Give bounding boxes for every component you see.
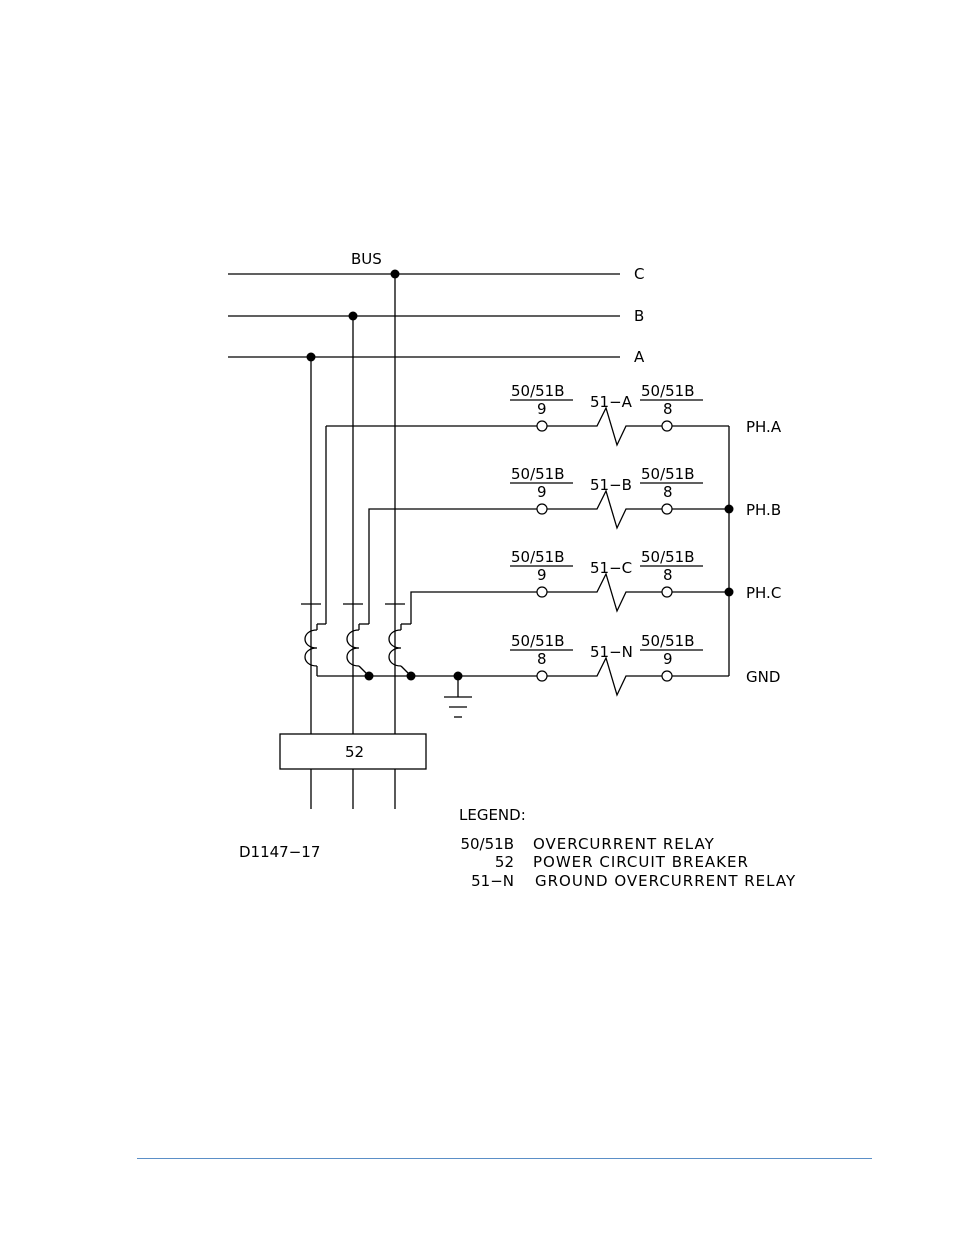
phase-label-b: B xyxy=(634,307,644,325)
relay-terminal xyxy=(661,586,673,598)
terminal-label-bottom: 9 xyxy=(537,400,547,418)
row-label: GND xyxy=(746,668,780,686)
bus-label: BUS xyxy=(351,250,382,268)
legend-code: 50/51B xyxy=(460,835,514,853)
terminal-label-top: 50/51B xyxy=(511,382,565,400)
terminal-label-top: 50/51B xyxy=(511,632,565,650)
junction-dot xyxy=(364,671,374,681)
bus-bars xyxy=(228,273,620,358)
junction-dot xyxy=(724,504,734,514)
terminal-label-top: 50/51B xyxy=(641,632,695,650)
terminal-label-bottom: 8 xyxy=(663,400,673,418)
terminal-label-top: 50/51B xyxy=(641,548,695,566)
footer-rule xyxy=(137,1158,872,1159)
relay-label: 51−N xyxy=(590,643,633,661)
junction-dot xyxy=(306,352,316,362)
junction-dot xyxy=(390,269,400,279)
current-transformer-b xyxy=(343,508,542,677)
breaker-label: 52 xyxy=(345,743,364,761)
legend-code: 51−N xyxy=(471,872,514,890)
terminal-label-bottom: 8 xyxy=(537,650,547,668)
feeder-conductors xyxy=(310,274,396,809)
relay-row-ph-a: 50/51B 9 51−A 50/51B 8 PH.A xyxy=(510,382,782,447)
legend-desc: OVERCURRENT RELAY xyxy=(533,835,715,853)
legend-title: LEGEND: xyxy=(459,806,526,824)
relay-terminal xyxy=(536,503,548,515)
relay-terminal xyxy=(536,420,548,432)
ground-symbol xyxy=(444,676,472,718)
relay-terminal xyxy=(661,420,673,432)
terminal-label-top: 50/51B xyxy=(641,382,695,400)
legend-desc: POWER CIRCUIT BREAKER xyxy=(533,853,749,871)
terminal-label-bottom: 8 xyxy=(663,483,673,501)
junction-dot xyxy=(406,671,416,681)
terminal-label-top: 50/51B xyxy=(641,465,695,483)
relay-row-ph-b: 50/51B 9 51−B 50/51B 8 PH.B xyxy=(510,465,781,530)
relay-row-gnd: 50/51B 8 51−N 50/51B 9 GND xyxy=(510,632,780,697)
terminal-label-bottom: 9 xyxy=(537,566,547,584)
relay-label: 51−C xyxy=(590,559,632,577)
legend: LEGEND: 50/51B OVERCURRENT RELAY 52 POWE… xyxy=(459,806,796,890)
breaker-box xyxy=(279,733,427,770)
relay-terminal xyxy=(536,586,548,598)
current-transformer-a xyxy=(301,426,327,676)
row-label: PH.B xyxy=(746,501,781,519)
relay-terminal xyxy=(536,670,548,682)
row-label: PH.A xyxy=(746,418,782,436)
drawing-id: D1147−17 xyxy=(239,843,320,861)
relay-row-ph-c: 50/51B 9 51−C 50/51B 8 PH.C xyxy=(510,548,781,613)
relay-terminal xyxy=(661,670,673,682)
legend-desc: GROUND OVERCURRENT RELAY xyxy=(535,872,796,890)
relay-terminal xyxy=(661,503,673,515)
row-label: PH.C xyxy=(746,584,781,602)
phase-label-a: A xyxy=(634,348,645,366)
junction-dot xyxy=(724,587,734,597)
phase-label-c: C xyxy=(634,265,644,283)
terminal-label-top: 50/51B xyxy=(511,548,565,566)
relay-label: 51−A xyxy=(590,393,633,411)
terminal-label-bottom: 8 xyxy=(663,566,673,584)
terminal-label-top: 50/51B xyxy=(511,465,565,483)
legend-code: 52 xyxy=(495,853,514,871)
terminal-label-bottom: 9 xyxy=(663,650,673,668)
relay-label: 51−B xyxy=(590,476,632,494)
terminal-label-bottom: 9 xyxy=(537,483,547,501)
junction-dot xyxy=(348,311,358,321)
